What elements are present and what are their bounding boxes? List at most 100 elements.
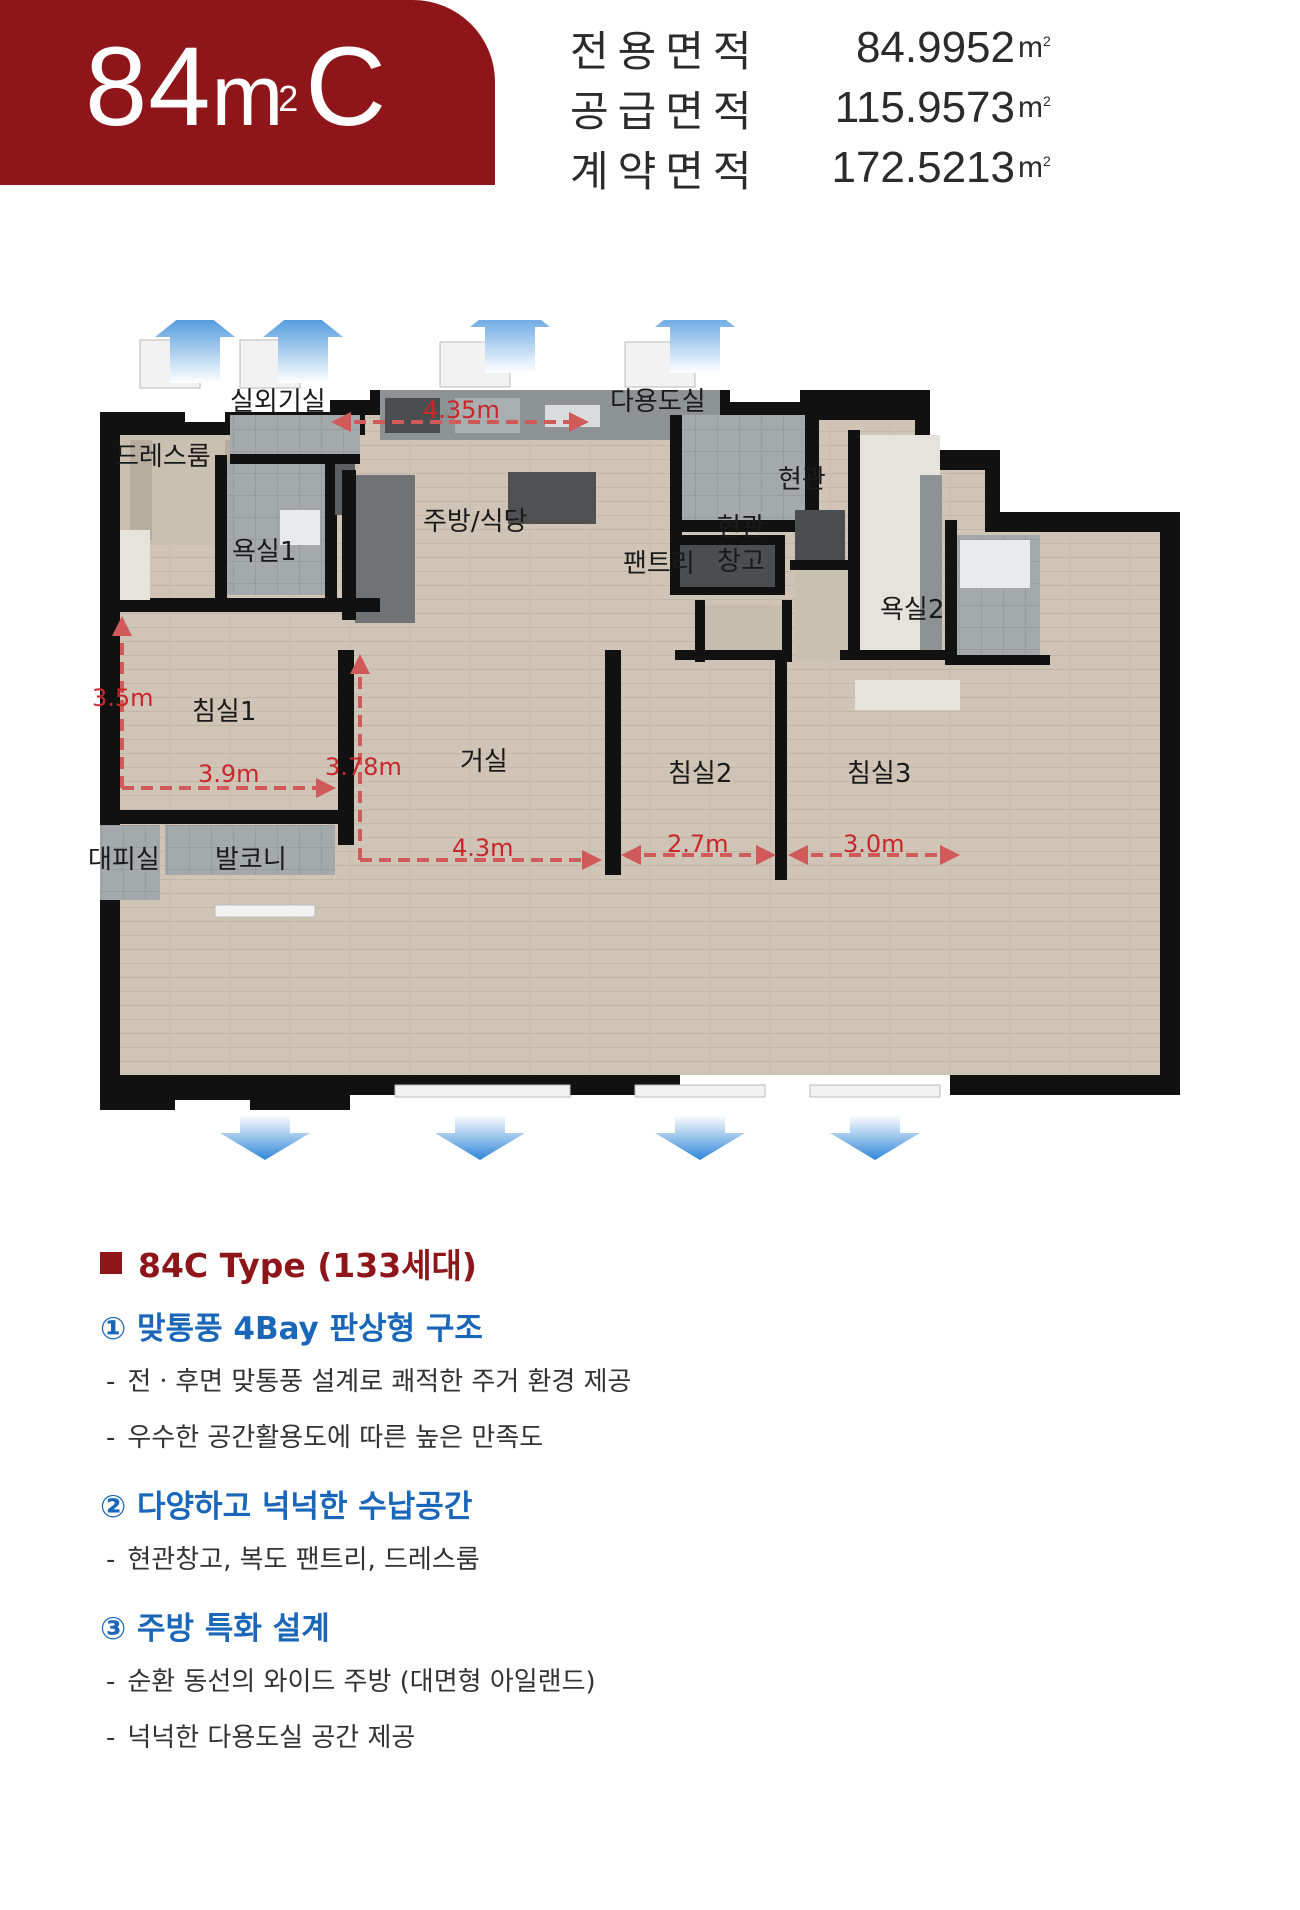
bath2-tub <box>960 540 1030 588</box>
wall-bed2-top <box>675 650 785 660</box>
type-badge-text: 84m2C <box>85 22 387 161</box>
square-bullet-icon <box>100 1252 122 1274</box>
dim-label-bed3: 3.0m <box>843 830 905 858</box>
room-label-kitchen: 주방/식당 <box>423 507 527 537</box>
room-label-bedroom1: 침실1 <box>192 697 256 727</box>
feature-title: ① 맞통풍 4Bay 판상형 구조 <box>100 1311 483 1347</box>
feature-line: -순환 동선의 와이드 주방 (대면형 아일랜드) <box>106 1667 596 1697</box>
kitchen-island <box>508 472 596 524</box>
room-label-storage-2: 창고 <box>717 547 765 577</box>
room-label-utility: 다용도실 <box>610 387 706 417</box>
area-row-contract: 계약면적 172.5213 m2 <box>570 138 1051 198</box>
evacuation-floor <box>100 825 160 900</box>
type-badge: 84m2C <box>0 0 495 185</box>
room-label-living: 거실 <box>460 747 508 777</box>
room-label-evacuation: 대피실 <box>88 845 160 875</box>
utility-wall <box>670 415 682 535</box>
ventilation-up-arrow <box>655 320 735 373</box>
pantry-floor <box>705 605 785 655</box>
area-value: 115.9573 <box>834 83 1015 132</box>
dressroom-closet <box>130 440 152 540</box>
features-section: 84C Type (133세대) ① 맞통풍 4Bay 판상형 구조 -전ㆍ후면… <box>100 1238 631 1766</box>
ventilation-down-arrow <box>655 1115 745 1160</box>
room-label-pantry: 팬트리 <box>623 549 695 579</box>
wall-bed1-right <box>338 650 354 845</box>
room-label-bedroom3: 침실3 <box>847 759 911 789</box>
dim-label-bed2: 2.7m <box>667 830 729 858</box>
kitchen-wall <box>342 470 356 620</box>
room-label-storage-1: 현관 <box>717 513 765 543</box>
window <box>634 1084 766 1098</box>
dim-label-bed1-depth: 3.5m <box>92 684 154 712</box>
kitchen-tall-unit-front <box>680 545 775 587</box>
room-label-entrance: 현관 <box>778 465 826 495</box>
dim-label-kitchen: 4.35m <box>423 396 500 424</box>
area-value: 84.9952 <box>855 23 1015 72</box>
utility-wall <box>805 415 819 535</box>
feature-line: -넉넉한 다용도실 공간 제공 <box>106 1723 416 1753</box>
feature-title: ③ 주방 특화 설계 <box>100 1611 330 1647</box>
pantry-wall <box>695 600 705 662</box>
type-heading: 84C Type (133세대) <box>100 1238 631 1288</box>
utility-wall <box>680 520 810 532</box>
feature-title: ② 다양하고 넉넉한 수납공간 <box>100 1489 473 1525</box>
entrance-shoe-cabinet <box>920 475 942 650</box>
area-row-supply: 공급면적 115.9573 m2 <box>570 78 1051 138</box>
room-label-balcony: 발코니 <box>215 845 287 875</box>
entrance-storage-wall <box>790 560 860 570</box>
window <box>394 1084 571 1098</box>
window <box>809 1084 941 1098</box>
room-label-bedroom2: 침실2 <box>668 759 732 789</box>
type-unit-sup: 2 <box>278 78 300 119</box>
area-label: 전용면적 <box>570 26 761 76</box>
utility-floor <box>680 415 805 525</box>
feature-line: -우수한 공간활용도에 따른 높은 만족도 <box>106 1423 544 1453</box>
feature-line: -전ㆍ후면 맞통풍 설계로 쾌적한 주거 환경 제공 <box>106 1367 632 1397</box>
entrance-storage <box>795 570 850 660</box>
bedroom3-closet <box>855 680 960 710</box>
feature-line: -현관창고, 복도 팬트리, 드레스룸 <box>106 1545 480 1575</box>
area-unit: m2 <box>1018 91 1051 124</box>
area-label: 계약면적 <box>570 146 761 196</box>
balcony-floor <box>165 825 335 875</box>
bath1-wall <box>215 455 227 600</box>
entrance-storage-wall <box>848 430 860 660</box>
wall-bed1-closet <box>120 530 150 600</box>
room-label-bath1: 욕실1 <box>232 537 296 567</box>
dim-label-living-width: 4.3m <box>452 834 514 862</box>
ventilation-up-arrow <box>470 320 550 373</box>
area-value: 172.5213 <box>831 143 1015 192</box>
bath2-wall <box>945 655 1050 665</box>
floor-plan: 실외기실 드레스룸 욕실1 주방/식당 다용도실 현관 현관 창고 팬트리 욕실… <box>88 320 1180 1160</box>
type-heading-text: 84C Type (133세대) <box>138 1246 477 1285</box>
type-number: 84 <box>85 24 212 149</box>
entrance-storage-block <box>795 510 845 560</box>
bath1-wall <box>325 445 337 605</box>
area-row-exclusive: 전용면적 84.9952 m2 <box>570 18 1051 78</box>
room-label-dressroom: 드레스룸 <box>115 442 211 472</box>
room-label-bath2: 욕실2 <box>880 595 944 625</box>
area-unit: m2 <box>1018 151 1051 184</box>
bath2-wall <box>945 520 957 660</box>
dimension-lines <box>112 412 960 870</box>
type-unit: m <box>211 48 285 144</box>
dim-label-living-depth: 3.78m <box>325 753 402 781</box>
window <box>214 904 316 918</box>
bath1-basin <box>280 510 320 545</box>
ventilation-down-arrow <box>830 1115 920 1160</box>
area-unit: m2 <box>1018 31 1051 64</box>
outdoor-unit-wall <box>230 454 360 464</box>
ventilation-up-arrow <box>155 320 235 383</box>
wall-bed2-right <box>775 655 787 880</box>
area-table: 전용면적 84.9952 m2 공급면적 115.9573 m2 계약면적 17… <box>570 18 1051 198</box>
wall-living-right <box>605 650 621 875</box>
area-label: 공급면적 <box>570 86 761 136</box>
ventilation-up-arrow <box>263 320 343 383</box>
room-label-outdoor-unit: 실외기실 <box>230 387 326 417</box>
type-letter: C <box>305 24 388 149</box>
wall-bed1-top <box>120 598 380 612</box>
dim-label-bed1-width: 3.9m <box>198 760 260 788</box>
wall-bed3-top <box>840 650 955 660</box>
pantry-wall <box>782 600 792 662</box>
wall-balcony-top <box>100 810 350 824</box>
